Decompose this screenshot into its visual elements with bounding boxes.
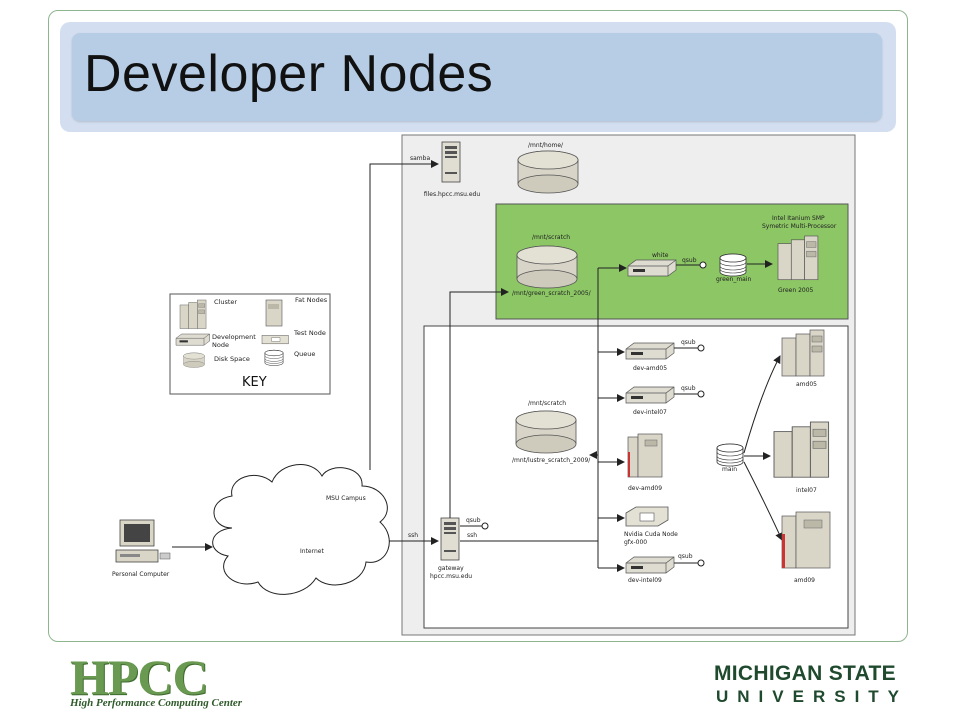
amd09-node-icon <box>781 511 831 569</box>
msu-logo-line-1: MICHIGAN STATE <box>714 662 896 685</box>
dev-amd05-label: dev-amd05 <box>633 365 667 372</box>
dev-intel09-node-icon <box>625 556 675 574</box>
key-dev-label-1: Development <box>212 333 256 341</box>
green-scratch-disk-icon <box>516 245 578 289</box>
samba-link-arrow <box>369 160 439 470</box>
mnt-home-disk-icon <box>517 150 579 194</box>
main-queue-icon <box>716 443 744 467</box>
white-qsub-port <box>699 261 707 269</box>
dev-amd09-label: dev-amd09 <box>628 485 662 492</box>
dev-intel09-qsub-port <box>697 559 705 567</box>
cuda-node-icon <box>625 506 669 527</box>
files-server-icon <box>441 141 461 183</box>
amd05-label: amd05 <box>796 381 817 388</box>
internet-label: Internet <box>300 548 324 555</box>
gateway-ssh-label: ssh <box>467 532 477 539</box>
intel07-label: intel07 <box>796 487 817 494</box>
gateway-server-icon <box>440 517 460 561</box>
msu-campus-label: MSU Campus <box>326 495 366 502</box>
lustre-scratch-path-label: /mnt/lustre_scratch_2009/ <box>512 457 591 464</box>
white-qsub-label: qsub <box>682 257 697 264</box>
cuda-label-2: gfx-000 <box>624 539 647 546</box>
dev-intel09-qsub-label: qsub <box>678 553 693 560</box>
gateway-label-1: gateway <box>438 565 464 572</box>
main-queue-label: main <box>722 466 737 473</box>
key-test-node-icon <box>261 335 289 345</box>
dev-intel07-label: dev-intel07 <box>633 409 667 416</box>
key-fat-nodes-label: Fat Nodes <box>295 296 328 304</box>
dev-intel09-label: dev-intel09 <box>628 577 662 584</box>
white-node-label: white <box>652 252 669 259</box>
gateway-qsub-port <box>481 522 489 530</box>
slide-title: Developer Nodes <box>84 45 494 103</box>
white-node-icon <box>627 259 677 277</box>
key-heading: KEY <box>242 375 267 390</box>
dev-intel07-node-icon <box>625 386 675 404</box>
key-fat-node-icon <box>265 299 283 327</box>
dev-amd05-qsub-port <box>697 344 705 352</box>
dev-intel07-qsub-port <box>697 390 705 398</box>
key-disk-icon <box>183 352 205 368</box>
green-title-line-1: Intel Itanium SMP <box>772 215 825 222</box>
samba-label: samba <box>410 155 430 162</box>
dev-amd09-node-icon <box>627 433 663 478</box>
main-to-amd05-arrow <box>743 355 781 454</box>
title-bar <box>72 33 882 121</box>
key-queue-label: Queue <box>294 350 315 358</box>
dev-intel07-qsub-label: qsub <box>681 385 696 392</box>
green-main-label: green_main <box>716 276 752 283</box>
gateway-label-2: hpcc.msu.edu <box>430 573 472 580</box>
lustre-scratch-label: /mnt/scratch <box>528 400 566 407</box>
main-to-amd09-arrow <box>743 461 783 541</box>
personal-computer-label: Personal Computer <box>112 571 170 578</box>
key-disk-label: Disk Space <box>214 355 250 363</box>
internet-ssh-label: ssh <box>408 532 418 539</box>
key-queue-icon <box>264 349 284 366</box>
green-scratch-label: /mnt/scratch <box>532 234 570 241</box>
internet-cloud-icon <box>212 464 390 595</box>
green-scratch-path-label: /mnt/green_scratch_2005/ <box>512 290 592 297</box>
personal-computer-icon <box>115 519 171 563</box>
key-dev-label-2: Node <box>212 341 229 349</box>
gateway-to-green-scratch-arrow <box>449 288 509 518</box>
msu-logo-line-2: UNIVERSITY <box>716 687 909 706</box>
hpcc-logo-subtitle: High Performance Computing Center <box>70 697 243 709</box>
key-dev-node-icon <box>175 333 210 346</box>
hpcc-logo: HPCC <box>70 649 209 705</box>
green-title-line-2: Symetric Multi-Processor <box>762 223 837 230</box>
files-server-label: files.hpcc.msu.edu <box>424 191 480 198</box>
mnt-home-label: /mnt/home/ <box>528 142 564 149</box>
green-main-queue-icon <box>719 253 747 277</box>
key-cluster-label: Cluster <box>214 298 237 306</box>
key-test-node-label: Test Node <box>293 329 326 337</box>
green-2005-label: Green 2005 <box>778 287 814 294</box>
lustre-scratch-disk-icon <box>515 410 577 454</box>
dev-amd05-qsub-label: qsub <box>681 339 696 346</box>
dev-amd05-node-icon <box>625 342 675 360</box>
gateway-qsub-label: qsub <box>466 517 481 524</box>
cuda-label-1: Nvidia Cuda Node <box>624 531 678 538</box>
amd09-label: amd09 <box>794 577 815 584</box>
